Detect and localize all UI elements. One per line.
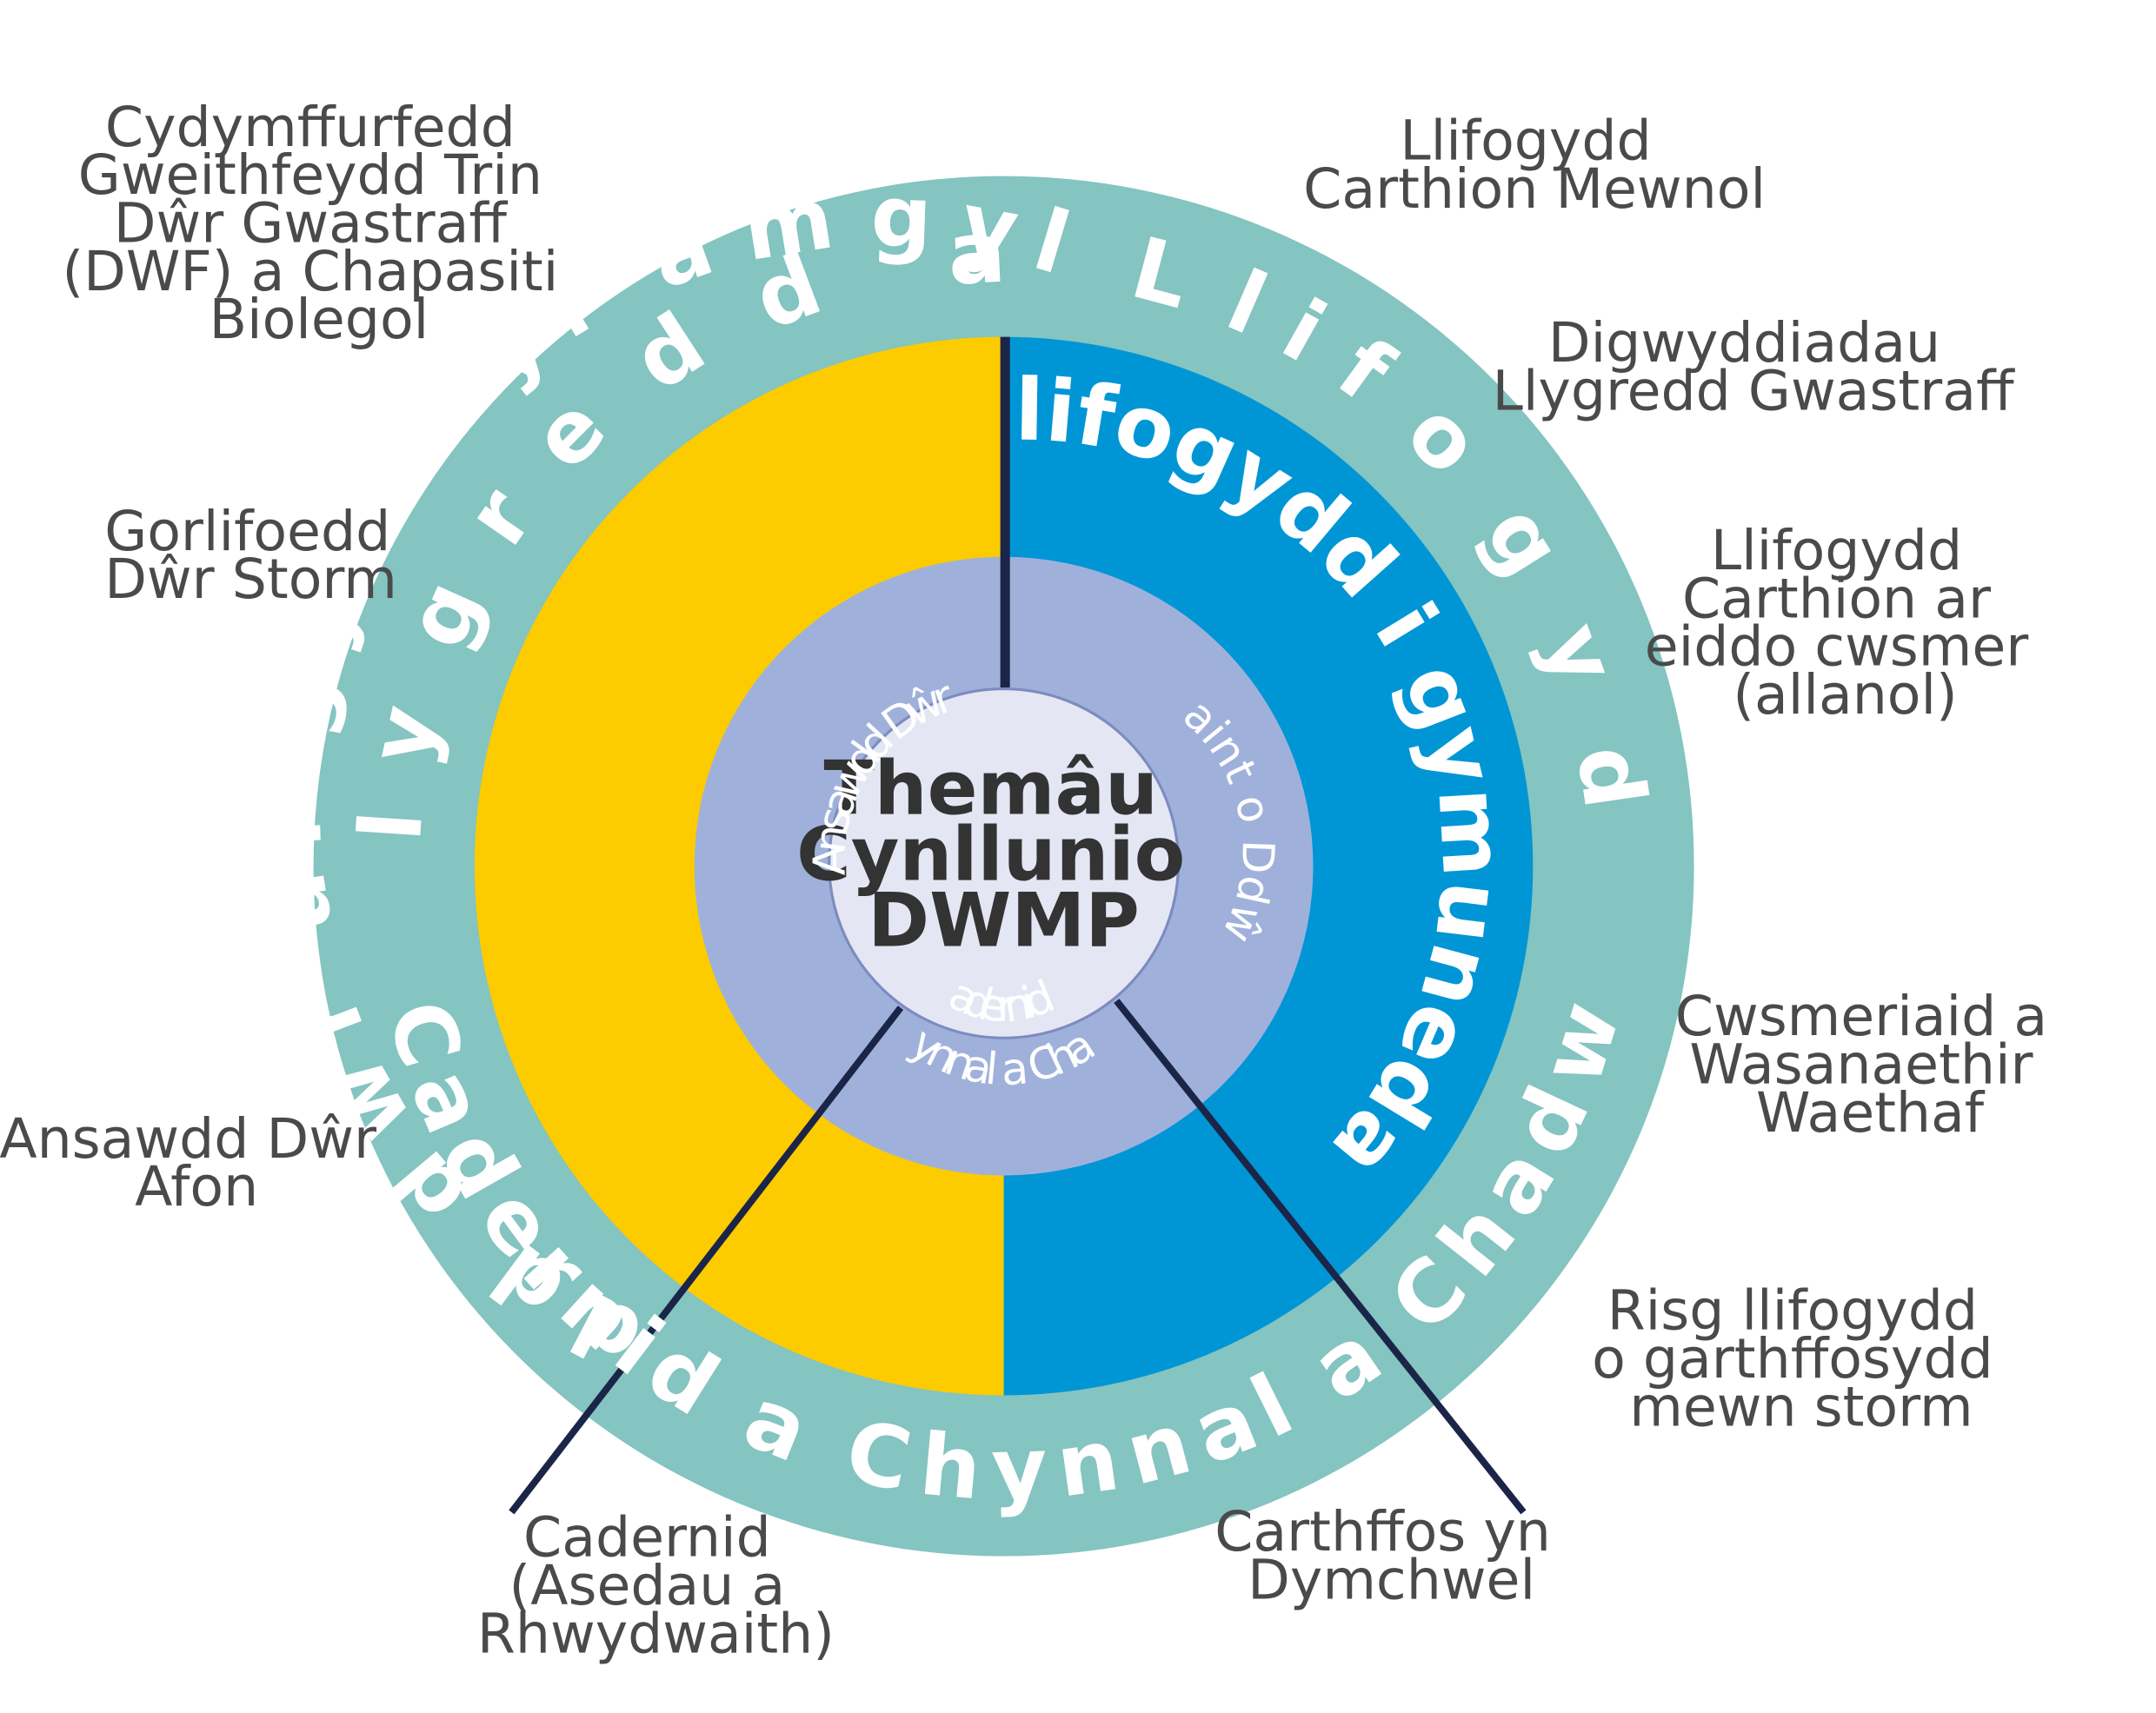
label-resilience-assets: Cadernid (Asedau a Rhwydwaith): [477, 1505, 835, 1666]
label-compliance-line-3: Dŵr Gwastraff: [114, 191, 509, 256]
label-external-flooding: Llifogydd Carthion ar eiddo cwsmer (alla…: [1645, 518, 2046, 727]
label-pollution-events: Digwyddiadau Llygredd Gwastraff: [1493, 310, 2015, 422]
label-resilience-assets-line-2: (Asedau a: [509, 1553, 786, 1617]
label-sewer-collapse-line-1: Carthffos yn: [1214, 1499, 1551, 1564]
label-compliance-line-5: Biolegol: [210, 287, 429, 351]
label-external-flooding-line-3: eiddo cwsmer: [1645, 614, 2029, 679]
divider-right: [1114, 999, 1527, 1515]
label-sewer-collapse: Carthffos yn Dymchwel: [1214, 1499, 1568, 1611]
center-title: Themâu Cynllunio DWMP: [796, 746, 1211, 964]
label-river-quality: Ansawdd Dŵr Afon: [0, 1106, 394, 1218]
label-resilience-assets-line-3: Rhwydwaith): [477, 1601, 835, 1665]
label-worst-served-line-1: Cwsmeriaid a: [1675, 984, 2047, 1048]
label-pollution-events-line-1: Digwyddiadau: [1548, 310, 1940, 375]
label-pollution-events-line-2: Llygredd Gwastraff: [1493, 358, 2015, 422]
label-storm-overflows-line-2: Dŵr Storm: [104, 547, 397, 611]
label-storm-flood-risk-line-3: mewn storm: [1629, 1374, 1973, 1438]
label-internal-flooding-line-2: Carthion Mewnol: [1303, 156, 1766, 221]
label-worst-served: Cwsmeriaid a Wasanaethir Waethaf: [1675, 984, 2065, 1145]
label-river-quality-line-1: Ansawdd Dŵr: [0, 1106, 376, 1171]
label-internal-flooding-line-1: Llifogydd: [1400, 109, 1651, 173]
label-worst-served-line-2: Wasanaethir: [1689, 1032, 2033, 1096]
label-sewer-collapse-line-2: Dymchwel: [1248, 1548, 1535, 1612]
label-internal-flooding: Llifogydd Carthion Mewnol: [1303, 109, 1766, 221]
label-resilience-assets-line-1: Cadernid: [523, 1505, 771, 1570]
divider-left: [509, 1006, 904, 1515]
label-external-flooding-line-1: Llifogydd: [1711, 518, 1962, 582]
center-title-line-2: Cynllunio: [796, 812, 1185, 898]
label-external-flooding-line-2: Carthion ar: [1682, 566, 1991, 630]
label-compliance-line-2: Gweithfeydd Trin: [78, 143, 542, 207]
label-storm-overflows-line-1: Gorlifoedd: [104, 499, 390, 563]
center-title-line-1: Themâu: [824, 746, 1158, 832]
label-storm-flood-risk: Risg llifogydd o garthffosydd mewn storm: [1592, 1278, 2011, 1439]
label-compliance-line-4: (DWF) a Chapasiti: [63, 239, 559, 303]
label-storm-overflows: Gorlifoedd Dŵr Storm: [104, 499, 408, 611]
label-external-flooding-line-4: (allanol): [1733, 662, 1957, 727]
label-compliance-line-1: Cydymffurfedd: [105, 95, 516, 159]
label-compliance: Cydymffurfedd Gweithfeydd Trin Dŵr Gwast…: [63, 95, 576, 351]
label-river-quality-line-2: Afon: [135, 1154, 258, 1218]
label-storm-flood-risk-line-1: Risg llifogydd: [1607, 1278, 1978, 1343]
center-disc: [828, 687, 1181, 1039]
center-title-line-3: DWMP: [868, 878, 1140, 964]
label-storm-flood-risk-line-2: o garthffosydd: [1592, 1326, 1993, 1391]
label-worst-served-line-3: Waethaf: [1756, 1080, 1986, 1145]
